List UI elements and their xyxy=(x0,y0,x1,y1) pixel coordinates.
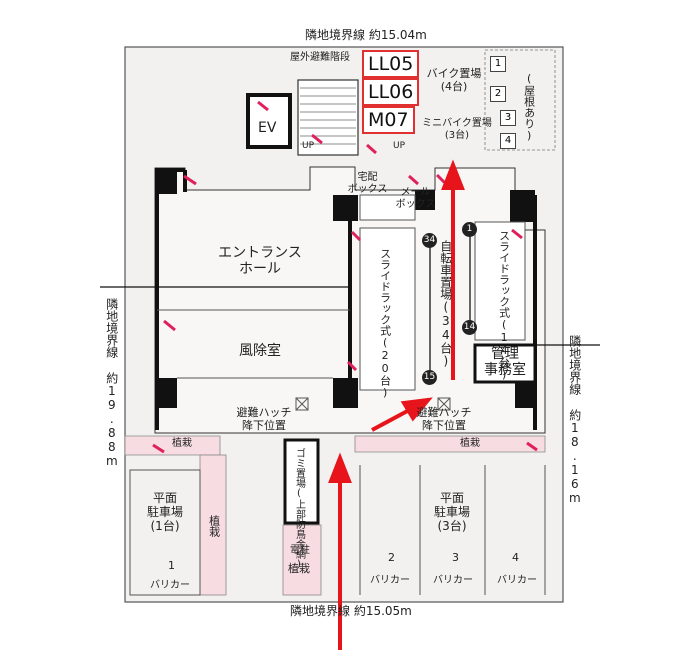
bay-number: 3 xyxy=(452,551,459,564)
rack-14-label: スライドラック式(14台) xyxy=(497,230,511,381)
barrier-label: バリカー xyxy=(150,580,190,591)
delivery-box-label: 宅配ボックス xyxy=(347,172,388,195)
bike-slot: 4 xyxy=(500,133,516,149)
rack-badge: 34 xyxy=(422,233,437,248)
planting-label: 植栽 xyxy=(172,438,192,449)
hatch-marks xyxy=(295,397,451,411)
planting-label: 植栽 xyxy=(207,515,221,537)
bay-number: 4 xyxy=(512,551,519,564)
bike-parking-label: バイク置場(4台) xyxy=(426,67,482,93)
unit-tag: LL05 xyxy=(362,50,420,78)
boundary-top: 隣地境界線 約15.04m xyxy=(305,28,427,42)
planting-side xyxy=(199,454,227,596)
rack-20-label: スライドラック式(20台) xyxy=(378,248,392,399)
hatch-label-left: 避難ハッチ降下位置 xyxy=(236,406,292,432)
pole-planting-label: 植栽 xyxy=(288,562,310,575)
bike-slot: 3 xyxy=(500,110,516,126)
stair-block xyxy=(297,79,359,156)
bay-number: 1 xyxy=(168,559,175,572)
up-label: UP xyxy=(393,141,406,151)
bay-number: 2 xyxy=(388,551,395,564)
garbage-box xyxy=(283,438,320,525)
planting-pole xyxy=(282,524,322,596)
structure-columns xyxy=(155,168,537,408)
office-label: 管理事務室 xyxy=(484,346,526,379)
office-box xyxy=(473,343,537,384)
bike-lot-outline xyxy=(484,49,556,151)
roof-note: (屋根あり) xyxy=(522,72,536,142)
garbage-label: ゴミ置場(上部防鳥金網) xyxy=(293,448,305,570)
outdoor-stairs-label: 屋外避難階段 xyxy=(290,52,350,63)
rack-right-area xyxy=(474,221,526,341)
parking-left-title: 平面駐車場(1台) xyxy=(146,491,183,533)
hatch-label-right: 避難ハッチ降下位置 xyxy=(416,406,472,432)
bike-slot: 1 xyxy=(490,56,506,72)
unit-tag: LL06 xyxy=(362,78,420,106)
parking-bays xyxy=(129,465,546,596)
unit-tag: M07 xyxy=(362,106,415,134)
boundary-left: 隣地境界線 約19.88m xyxy=(104,298,119,468)
up-label: UP xyxy=(302,141,315,151)
planting-strip-right xyxy=(354,435,546,453)
barrier-label: バリカー xyxy=(497,575,537,586)
bike-slot: 2 xyxy=(490,86,506,102)
windbreak-label: 風除室 xyxy=(239,343,281,359)
arrows xyxy=(328,159,465,650)
mail-box-label: メールボックス xyxy=(395,187,436,210)
boundary-bottom: 隣地境界線 約15.05m xyxy=(290,604,412,618)
elevator-shaft xyxy=(246,93,292,149)
rack-badge: 1 xyxy=(462,222,477,237)
stair-treads xyxy=(300,87,356,145)
rack-badge: 14 xyxy=(462,320,477,335)
door-marks xyxy=(152,100,538,454)
ev-label: EV xyxy=(258,120,277,136)
boundary-right: 隣地境界線 約18.16m xyxy=(567,335,582,505)
entrance-hall-label: エントランスホール xyxy=(218,245,302,278)
mini-bike-label: ミニバイク置場(3台) xyxy=(422,118,492,141)
mailbox-area xyxy=(359,194,416,221)
barrier-label: バリカー xyxy=(370,575,410,586)
rack-badge: 15 xyxy=(422,370,437,385)
barrier-label: バリカー xyxy=(433,575,473,586)
parking-right-title: 平面駐車場(3台) xyxy=(433,491,470,533)
rack-left-area xyxy=(359,227,416,391)
planting-label: 植栽 xyxy=(460,438,480,449)
bicycle-parking-label: 自転車置場(34台) xyxy=(438,240,453,368)
pole-label: 電柱 xyxy=(290,545,310,556)
